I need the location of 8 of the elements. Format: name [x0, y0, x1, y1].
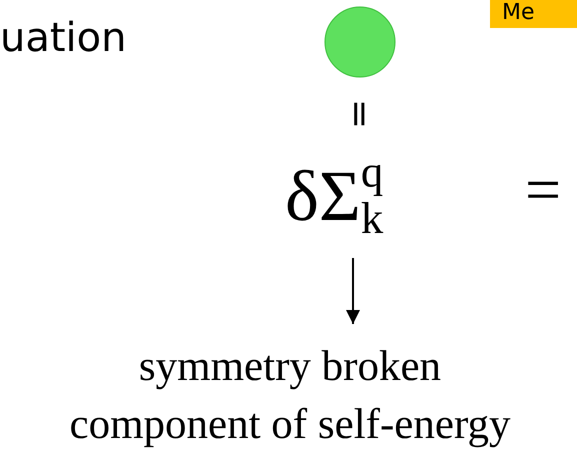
description-text: symmetry broken component of self-energy [68, 342, 512, 450]
circle-symbol [324, 6, 396, 78]
heading-fragment: uation [0, 18, 126, 58]
highlight-box [490, 0, 577, 28]
equals-sign: = [525, 158, 562, 222]
arrow [346, 258, 360, 324]
equals-sign: = [341, 98, 378, 130]
box-title: Me [502, 2, 535, 24]
